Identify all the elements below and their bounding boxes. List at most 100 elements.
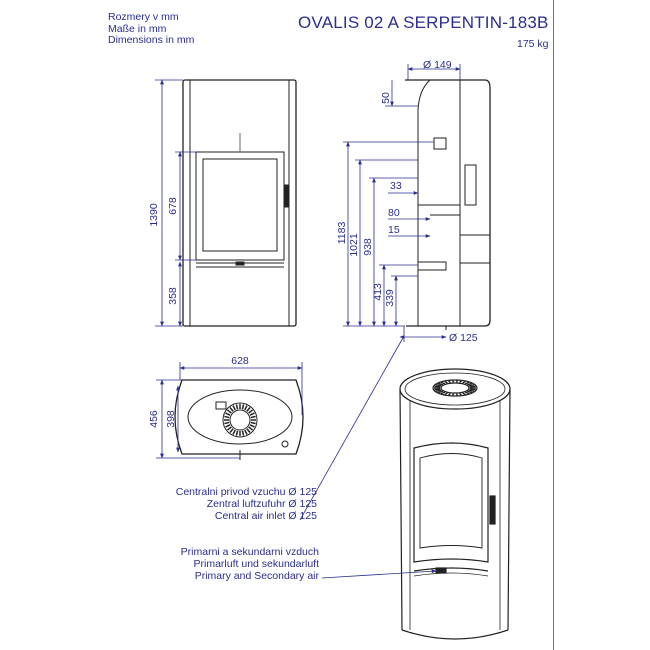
vent-slot <box>229 428 234 433</box>
primary-air-line-en: Primary and Secondary air <box>194 570 319 582</box>
top-handle-knob <box>281 440 289 448</box>
stove-ash-line <box>413 567 489 572</box>
top-vent-inner <box>229 409 251 431</box>
vent-slot <box>435 389 442 392</box>
dim-50-label: 50 <box>380 92 392 104</box>
flue-diameter-label: Ø 149 <box>423 59 452 71</box>
stove-ash-line-2 <box>413 572 489 577</box>
vent-slot <box>241 430 245 436</box>
dim-15-label: 15 <box>388 224 400 236</box>
top-dimensions <box>156 362 303 459</box>
central-air-line-en: Central air inlet Ø 125 <box>214 510 317 522</box>
vent-slot <box>468 389 475 392</box>
sheet-margin-line <box>553 0 554 650</box>
stove-top-ellipse <box>399 368 511 410</box>
stove-right-edge <box>507 388 511 631</box>
dim-339-label: 339 <box>384 289 396 307</box>
vent-slot <box>466 390 473 394</box>
primary-air-line-de: Primarluft und sekundarluft <box>193 558 319 570</box>
stove-top-rim <box>404 372 506 406</box>
vent-slot <box>459 392 463 396</box>
front-door-handle <box>283 184 289 208</box>
vent-slot <box>437 390 444 394</box>
vent-slot <box>250 415 256 419</box>
leader-primary-air <box>321 569 437 579</box>
top-view <box>174 379 304 460</box>
model-title: OVALIS 02 A SERPENTIN-183B <box>298 13 549 32</box>
stove-door-glass <box>419 453 483 549</box>
front-dimensions <box>155 79 196 327</box>
dim-413-label: 413 <box>372 283 384 301</box>
front-air-slider <box>235 261 245 266</box>
side-flue-pipe <box>433 137 447 150</box>
vent-slot <box>249 412 255 416</box>
vent-slot <box>224 415 230 419</box>
units-line-de: Maße in mm <box>108 22 167 35</box>
vent-slot <box>437 382 444 386</box>
side-front-curve <box>417 79 431 326</box>
dim-1183-label: 1183 <box>336 222 348 245</box>
vent-slot <box>440 391 446 395</box>
primary-air-line-cz: Primarni a sekundarni vzduch <box>180 546 319 558</box>
vent-slot <box>250 421 256 425</box>
dim-358-label: 358 <box>167 287 179 305</box>
dim-33-label: 33 <box>390 180 402 192</box>
stove-top-vent-outer <box>432 379 478 397</box>
stove-door-handle <box>489 495 496 525</box>
stove-top-vent-inner <box>440 382 470 394</box>
front-door-frame <box>195 151 285 261</box>
vent-slot <box>241 404 245 410</box>
dim-456-label: 456 <box>148 410 160 428</box>
vent-slot <box>440 381 446 385</box>
vent-slot <box>455 393 458 396</box>
vent-slot <box>459 380 463 384</box>
side-ash-pan <box>417 261 447 271</box>
central-air-line-cz: Centralni privod vzuchu Ø 125 <box>175 486 317 498</box>
vent-slot <box>455 380 458 383</box>
leader-lines <box>299 335 437 579</box>
central-air-line-de: Zentral luftzufuhr Ø 125 <box>206 498 317 510</box>
dim-938-label: 938 <box>362 238 374 256</box>
units-note: Rozmery v mm Maße in mm Dimensions in mm <box>108 11 195 47</box>
dim-1390-label: 1390 <box>148 203 160 227</box>
dim-628-label: 628 <box>231 355 249 367</box>
vent-slot <box>227 409 232 414</box>
units-line-en: Dimensions in mm <box>108 34 195 46</box>
vent-slot <box>227 426 232 431</box>
vent-slot <box>225 412 231 416</box>
vent-slot <box>452 393 455 396</box>
dim-1021-label: 1021 <box>348 233 360 257</box>
vent-slot <box>248 409 253 414</box>
stove-air-slider <box>435 567 447 574</box>
front-body-outline <box>182 79 297 327</box>
vent-slot <box>246 407 251 412</box>
dim-80-label: 80 <box>388 207 400 219</box>
vent-slot <box>235 404 239 410</box>
dim-398-label: 398 <box>165 410 177 428</box>
vent-slot <box>246 428 251 433</box>
vent-slot <box>468 384 475 387</box>
primary-air-note: Primarni a sekundarni vzduch Primarluft … <box>181 546 319 582</box>
vent-slot <box>452 380 455 383</box>
vent-slot <box>244 429 248 435</box>
vent-slot <box>435 384 442 387</box>
units-line-cz: Rozmery v mm <box>108 11 179 23</box>
top-vent-slots <box>224 404 256 436</box>
vent-slot <box>232 405 236 411</box>
vent-slot <box>244 405 248 411</box>
stove-top-vent-slots <box>434 380 476 396</box>
vent-slot <box>447 380 451 384</box>
vent-slot <box>466 382 473 386</box>
stove-door-frame <box>413 442 489 563</box>
vent-slot <box>235 430 239 436</box>
vent-slot <box>249 424 255 428</box>
top-flue-mark <box>215 401 227 410</box>
stove-3d-view <box>399 368 511 640</box>
air-inlet-diameter-label: Ø 125 <box>449 332 478 344</box>
vent-slot <box>225 424 231 428</box>
weight-label: 175 kg <box>517 38 549 50</box>
vent-slot <box>232 429 236 435</box>
side-body-outline <box>405 79 491 327</box>
